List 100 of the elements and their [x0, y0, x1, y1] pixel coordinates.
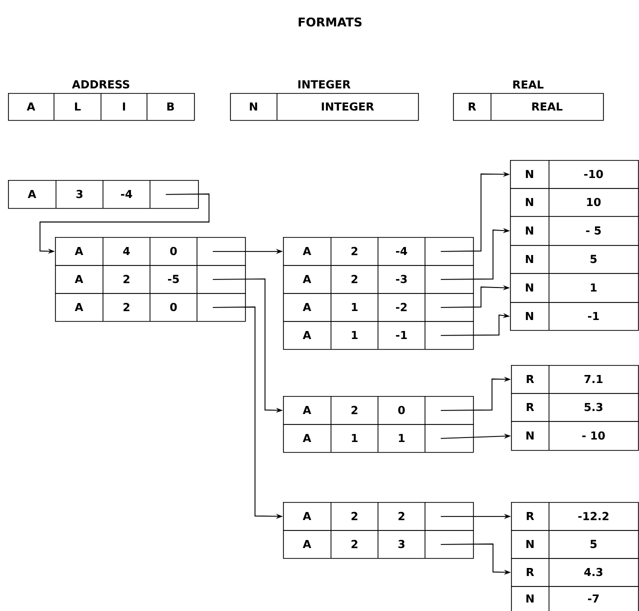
cell-text: 2 — [352, 540, 358, 548]
record-row — [230, 80, 419, 121]
cell-text: A — [28, 190, 36, 198]
record-row — [511, 558, 639, 587]
cell-text: 2 — [124, 274, 130, 284]
record-row — [55, 236, 246, 266]
cell-text: N — [526, 170, 534, 178]
cell-text: 0 — [170, 246, 177, 256]
cell-text: A — [302, 512, 312, 520]
cell-text: A — [302, 303, 312, 312]
record-row — [511, 364, 639, 394]
cell-text: -5 — [168, 274, 179, 284]
record-row — [283, 502, 474, 531]
record-row — [283, 292, 474, 322]
cell-text: 2 — [124, 302, 130, 312]
cell-text: -2 — [396, 302, 407, 312]
cell-text: A — [302, 434, 312, 442]
cell-text: A — [74, 275, 84, 284]
cell-text: 1 — [352, 331, 358, 340]
record-row — [510, 216, 639, 246]
cell-text: 10 — [587, 198, 601, 206]
record-row — [511, 530, 639, 559]
cell-text: A — [302, 540, 312, 548]
cell-text: 1 — [398, 434, 405, 442]
record-row — [283, 530, 474, 559]
cell-text: -1 — [396, 331, 407, 340]
cell-text: INTEGER — [322, 102, 374, 111]
cell-text: R — [526, 568, 534, 576]
record-row — [283, 424, 474, 453]
cell-text: R — [468, 102, 476, 111]
cell-text: 1 — [352, 303, 358, 312]
cell-text: 5 — [590, 254, 597, 264]
cell-text: 0 — [170, 302, 177, 312]
cell-text: N — [526, 594, 534, 603]
cell-text: A — [74, 247, 84, 256]
record-row — [453, 80, 604, 121]
cell-text: REAL — [532, 102, 562, 111]
cell-text: 5.3 — [584, 402, 602, 412]
cell-text: -7 — [588, 594, 599, 603]
record-row — [55, 264, 246, 294]
record-row — [283, 320, 474, 350]
format-heading: ADDRESS — [72, 80, 130, 88]
record-row — [283, 264, 474, 294]
cell-text: R — [526, 375, 534, 384]
cell-text: -4 — [121, 190, 132, 198]
cell-text: 2 — [398, 512, 404, 520]
record-row — [510, 302, 639, 331]
cell-text: B — [167, 102, 174, 111]
cell-text: 2 — [352, 246, 358, 256]
record-row — [511, 586, 639, 611]
cell-text: -12.2 — [578, 512, 608, 520]
cell-text: A — [302, 406, 312, 414]
cell-text: L — [75, 102, 81, 111]
record-row — [283, 396, 474, 425]
cell-text: 4 — [123, 247, 130, 256]
cell-text: 2 — [352, 512, 358, 520]
record-row — [55, 292, 246, 322]
record-row — [510, 244, 639, 274]
format-heading: REAL — [513, 80, 544, 88]
cell-text: -1 — [588, 312, 599, 320]
cell-text: N — [526, 312, 534, 320]
cell-text: -4 — [396, 247, 408, 256]
cell-text: N — [526, 284, 534, 292]
record-row — [283, 236, 474, 266]
cell-text: N — [526, 540, 534, 548]
cell-text: 5 — [590, 540, 597, 548]
cell-text: R — [526, 403, 534, 412]
cell-text: A — [302, 275, 312, 284]
cell-text: 3 — [76, 190, 82, 198]
format-heading: INTEGER — [298, 80, 350, 88]
cell-text: 1 — [352, 434, 358, 442]
cell-text: A — [74, 303, 84, 312]
cell-text: 2 — [352, 274, 358, 284]
cell-text: A — [302, 331, 312, 340]
record-row — [8, 180, 199, 209]
cell-text: - 10 — [582, 431, 605, 440]
record-row — [510, 188, 639, 217]
cell-text: 4.3 — [584, 568, 602, 576]
cell-text: -10 — [584, 170, 603, 178]
cell-text: I — [122, 102, 126, 111]
cell-text: - 5 — [586, 226, 601, 235]
cell-text: N — [526, 255, 534, 264]
cell-text: N — [526, 198, 534, 206]
cell-text: A — [26, 102, 36, 111]
title: FORMATS — [298, 17, 362, 27]
cell-text: R — [526, 512, 534, 520]
record-row — [511, 420, 639, 451]
cell-text: A — [302, 247, 312, 256]
record-row — [510, 272, 639, 303]
record-row — [511, 502, 639, 531]
cell-text: 7.1 — [584, 375, 602, 384]
record-row — [510, 160, 639, 189]
cell-text: N — [250, 102, 258, 111]
cell-text: -3 — [396, 274, 407, 284]
cell-text: N — [526, 226, 534, 235]
cell-text: N — [526, 432, 534, 440]
record-row — [8, 80, 195, 121]
cell-text: 2 — [352, 406, 358, 414]
cell-text: 0 — [398, 406, 405, 414]
cell-text: 1 — [590, 284, 597, 292]
